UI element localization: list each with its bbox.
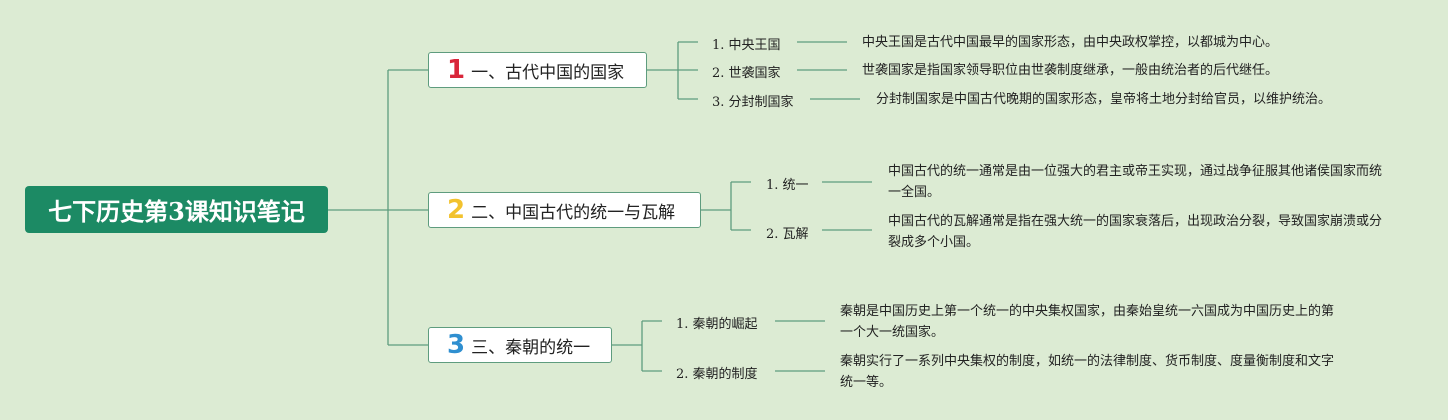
description-2-2: 中国古代的瓦解通常是指在强大统一的国家衰落后，出现政治分裂，导致国家崩溃或分裂成… (888, 214, 1383, 250)
root-title: 七下历史第3课知识笔记 (48, 197, 305, 226)
branch-node-1[interactable]: 1 一、古代中国的国家 (428, 52, 647, 88)
branch-node-3[interactable]: 3 三、秦朝的统一 (428, 327, 612, 363)
subtopic-3-2[interactable]: 2. 秦朝的制度 (676, 367, 758, 382)
branch-title-1: 一、古代中国的国家 (471, 62, 625, 83)
description-3-1: 秦朝是中国历史上第一个统一的中央集权国家，由秦始皇统一六国成为中国历史上的第一个… (840, 304, 1335, 340)
subtopic-1-2[interactable]: 2. 世袭国家 (712, 66, 781, 81)
branch-title-3: 三、秦朝的统一 (471, 337, 591, 358)
subtopic-2-2[interactable]: 2. 瓦解 (766, 227, 809, 242)
branch-title-2: 二、中国古代的统一与瓦解 (471, 202, 676, 223)
subtopic-1-1[interactable]: 1. 中央王国 (712, 38, 781, 53)
branch-number-2: 2 (447, 195, 466, 225)
subtopic-2-1[interactable]: 1. 统一 (766, 178, 809, 193)
description-1-3: 分封制国家是中国古代晚期的国家形态，皇帝将土地分封给官员，以维护统治。 (876, 92, 1332, 107)
description-3-2: 秦朝实行了一系列中央集权的制度，如统一的法律制度、货币制度、度量衡制度和文字统一… (840, 354, 1335, 390)
root-node[interactable]: 七下历史第3课知识笔记 (25, 186, 328, 233)
description-2-1: 中国古代的统一通常是由一位强大的君主或帝王实现，通过战争征服其他诸侯国家而统一全… (888, 164, 1383, 200)
branch-node-2[interactable]: 2 二、中国古代的统一与瓦解 (428, 192, 701, 228)
description-1-1: 中央王国是古代中国最早的国家形态，由中央政权掌控，以都城为中心。 (862, 35, 1279, 50)
branch-number-3: 3 (447, 330, 466, 360)
subtopic-1-3[interactable]: 3. 分封制国家 (712, 95, 794, 110)
subtopic-3-1[interactable]: 1. 秦朝的崛起 (676, 317, 758, 332)
description-1-2: 世袭国家是指国家领导职位由世袭制度继承，一般由统治者的后代继任。 (862, 63, 1279, 78)
branch-number-1: 1 (447, 55, 466, 85)
